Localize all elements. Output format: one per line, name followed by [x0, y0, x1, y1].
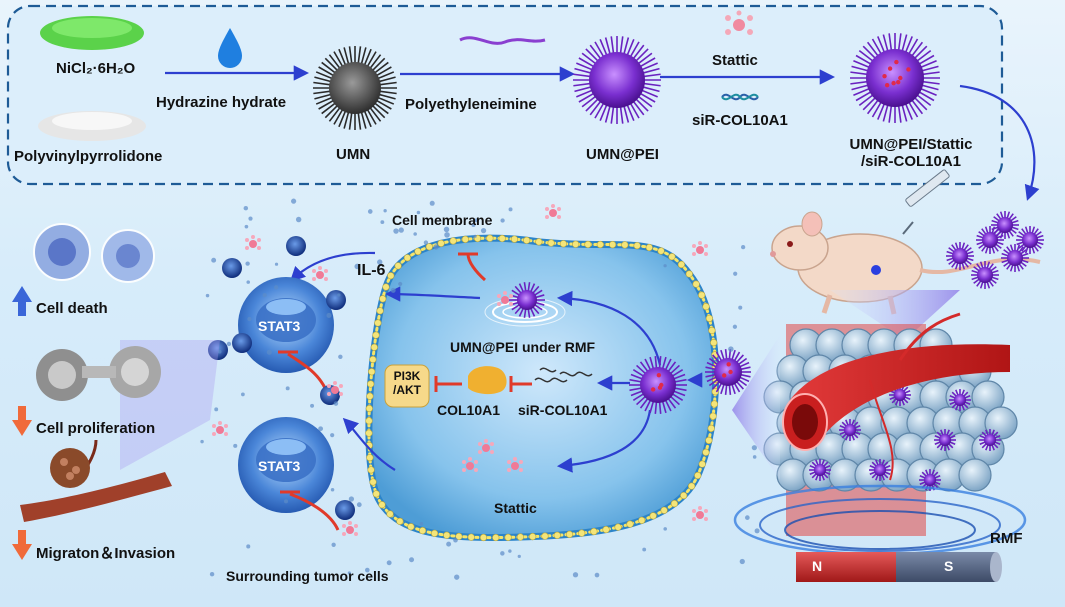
- sirna-helix-icon: [721, 93, 759, 101]
- pei-label: Polyethyleneimine: [405, 96, 537, 113]
- pi3k-line1: PI3K: [393, 369, 421, 383]
- synthesis-panel: [6, 4, 1004, 186]
- stat3-label-top: STAT3: [258, 318, 301, 334]
- pei-strand-icon: [459, 36, 546, 45]
- pi3k-label: PI3K /AKT: [387, 369, 427, 398]
- umn-pei-particle: [573, 36, 661, 124]
- droplet-icon: [218, 28, 242, 68]
- sirna-label-top: siR-COL10A1: [692, 112, 788, 129]
- sirna-strands-icon: [534, 367, 593, 383]
- pvp-powder-icon: [38, 111, 146, 141]
- il6-label: IL-6: [357, 262, 386, 279]
- cell-death-label: Cell death: [36, 300, 108, 317]
- il6-molecules: [212, 204, 708, 536]
- background-dots: [200, 198, 760, 580]
- final-product-line2: /siR-COL10A1: [860, 153, 962, 171]
- stat3-cell-top: [238, 277, 334, 373]
- col10a1-protein-icon: [468, 366, 507, 395]
- stattic-label-top: Stattic: [712, 52, 758, 69]
- final-nanoparticle: [850, 33, 940, 123]
- migration-invasion-label: Migraton＆Invasion: [36, 545, 176, 562]
- arrow-particle-to-vortex: [556, 290, 662, 366]
- umn-pei-label: UMN@PEI: [586, 146, 659, 163]
- magnet-north-label: N: [812, 558, 823, 574]
- arrow-to-mouse: [959, 84, 1040, 201]
- inhibition-membrane: [458, 252, 486, 282]
- up-arrow-icon: [12, 286, 32, 316]
- proliferating-cells-icon: [36, 346, 161, 401]
- tumor-vessel-icon: [20, 439, 172, 522]
- final-product-line1: UMN@PEI/Stattic: [849, 136, 973, 153]
- cell-membrane-lipids: [365, 234, 720, 542]
- arrow-particle-to-stattic: [556, 409, 652, 473]
- umn-pei-rmf-label: UMN@PEI under RMF: [450, 339, 596, 355]
- dead-cells-icon: [33, 223, 155, 283]
- final-product-label: UMN@PEI/Stattic /siR-COL10A1: [836, 136, 986, 171]
- nanoparticle-entering: [705, 349, 751, 395]
- stattic-molecule-icon: [725, 10, 753, 35]
- rmf-label: RMF: [990, 530, 1023, 547]
- arrow-stattic-out: [342, 417, 396, 471]
- arrow-il6-to-stat3: [289, 251, 376, 283]
- inhibition-col10a1-pi3k: [434, 376, 462, 392]
- pi3k-line2: /AKT: [393, 382, 421, 397]
- umn-label: UMN: [336, 146, 371, 163]
- mouse-to-tumor-funnel: [830, 290, 960, 340]
- stattic-label-cell: Stattic: [494, 500, 537, 516]
- stat3-label-bottom: STAT3: [258, 458, 301, 474]
- down-arrow-icon-proliferation: [12, 406, 32, 436]
- cell-membrane-label: Cell membrane: [392, 212, 493, 228]
- mouse-illustration: [770, 169, 1041, 315]
- umn-particle: [313, 46, 397, 130]
- down-arrow-icon-migration: [12, 530, 32, 560]
- magnet-south-label: S: [944, 558, 954, 574]
- tumor-to-cell-funnel: [732, 335, 780, 480]
- nickel-chloride-powder-icon: [40, 16, 144, 50]
- surrounding-cells-label: Surrounding tumor cells: [226, 568, 389, 584]
- nanoparticle-inside: [629, 356, 687, 414]
- cell-proliferation-label: Cell proliferation: [36, 420, 156, 437]
- nickel-salt-label: NiCl₂·6H₂O: [56, 60, 136, 77]
- hydrazine-label: Hydrazine hydrate: [156, 94, 287, 111]
- blood-vessel: [782, 312, 1010, 481]
- stat3-inhibition-top: [278, 350, 328, 391]
- pvp-label: Polyvinylpyrrolidone: [14, 148, 163, 165]
- stat3-inhibition-bottom: [280, 490, 340, 531]
- sirna-label-cell: siR-COL10A1: [518, 402, 608, 418]
- arrow-vortex-out: [384, 286, 481, 302]
- inhibition-sirna-col10a1: [509, 376, 532, 392]
- col10a1-label: COL10A1: [437, 402, 501, 418]
- stat3-cell-bottom: [238, 417, 334, 513]
- pi3k-akt-box: [384, 364, 430, 408]
- magnet-icon: [796, 552, 1002, 582]
- injected-particles: [946, 211, 1044, 289]
- rotating-particle: [509, 282, 545, 318]
